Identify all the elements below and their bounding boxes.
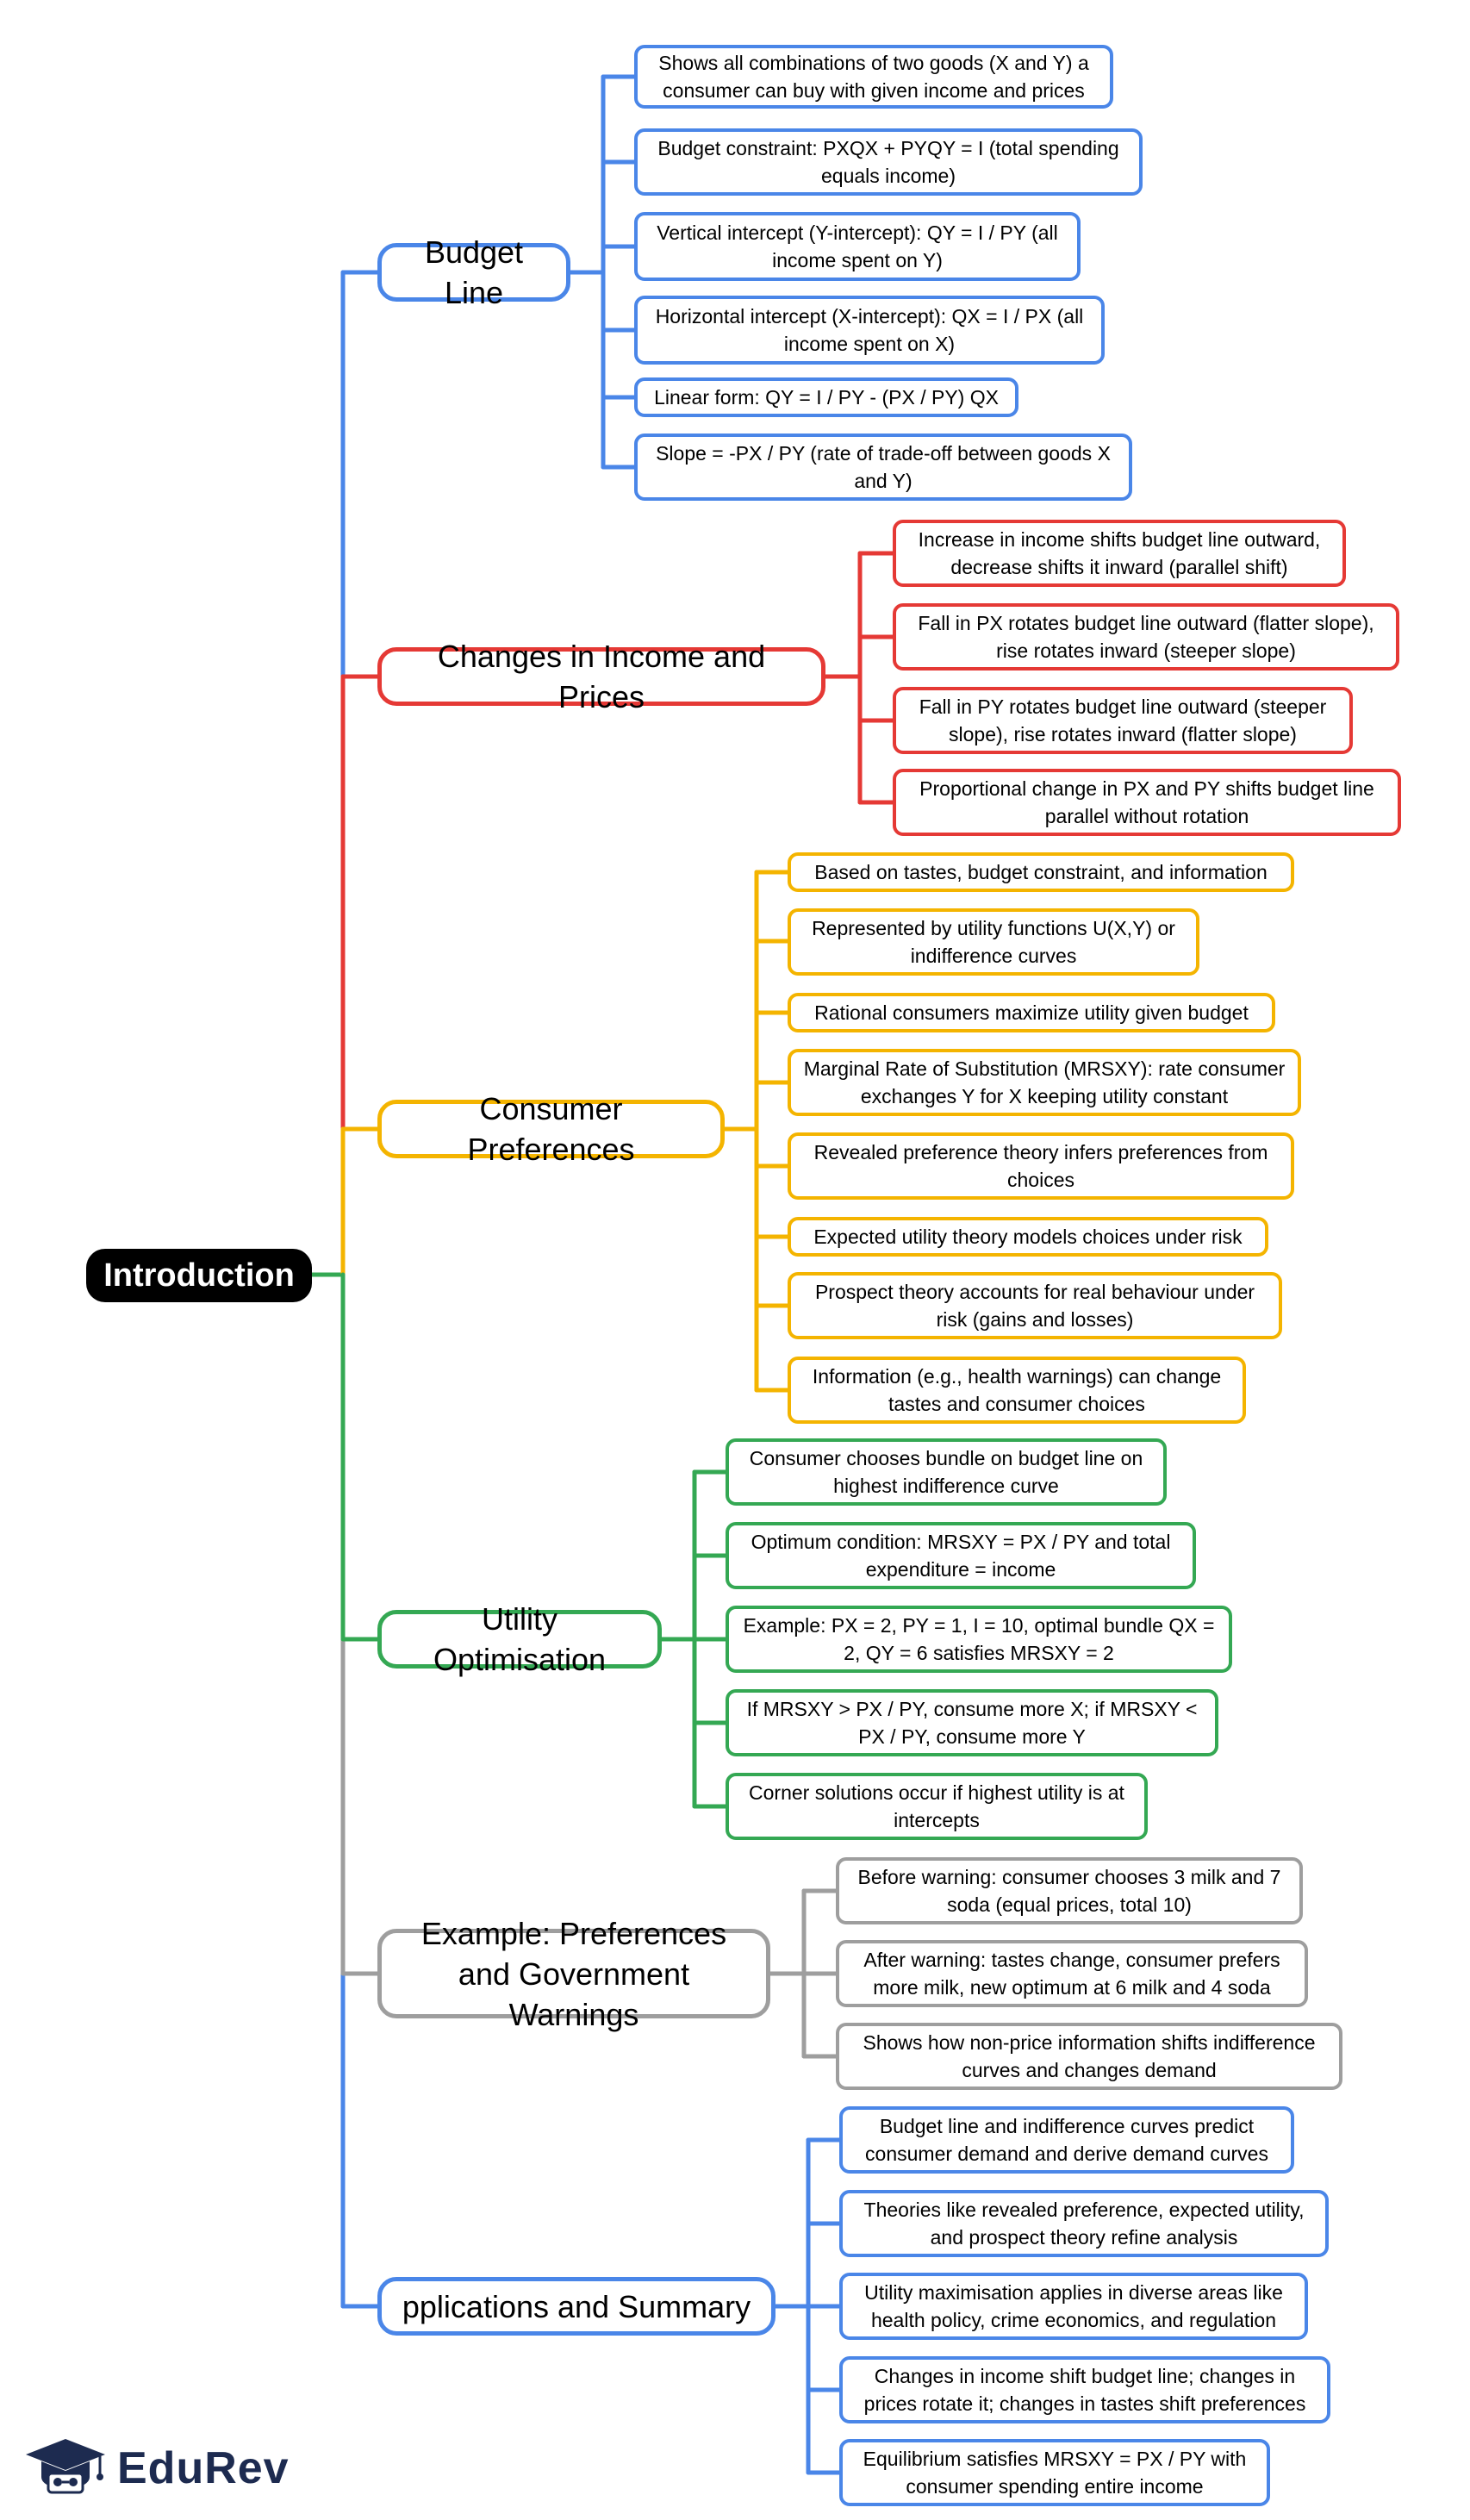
branch-label: Changes in Income and Prices bbox=[437, 639, 766, 714]
leaf-text: Proportional change in PX and PY shifts … bbox=[919, 777, 1374, 827]
leaf-text: Consumer chooses bundle on budget line o… bbox=[749, 1447, 1143, 1497]
leaf-budget-line-2[interactable]: Budget constraint: PXQX + PYQY = I (tota… bbox=[634, 128, 1143, 196]
leaf-optimisation-3[interactable]: Example: PX = 2, PY = 1, I = 10, optimal… bbox=[726, 1606, 1232, 1673]
leaf-text: After warning: tastes change, consumer p… bbox=[863, 1949, 1280, 1999]
leaf-optimisation-2[interactable]: Optimum condition: MRSXY = PX / PY and t… bbox=[726, 1522, 1196, 1589]
leaf-text: Represented by utility functions U(X,Y) … bbox=[812, 917, 1175, 967]
leaf-text: Increase in income shifts budget line ou… bbox=[918, 528, 1321, 578]
leaf-preferences-1[interactable]: Based on tastes, budget constraint, and … bbox=[788, 852, 1294, 892]
leaf-text: Vertical intercept (Y-intercept): QY = I… bbox=[657, 221, 1058, 271]
leaf-text: Shows all combinations of two goods (X a… bbox=[658, 52, 1089, 102]
leaf-warnings-1[interactable]: Before warning: consumer chooses 3 milk … bbox=[836, 1857, 1303, 1924]
branch-label: Utility Optimisation bbox=[433, 1601, 607, 1677]
branch-utility-optimisation[interactable]: Utility Optimisation bbox=[377, 1601, 662, 1677]
branch-consumer-preferences[interactable]: Consumer Preferences bbox=[377, 1091, 725, 1167]
leaf-optimisation-1[interactable]: Consumer chooses bundle on budget line o… bbox=[726, 1438, 1167, 1506]
leaf-preferences-4[interactable]: Marginal Rate of Substitution (MRSXY): r… bbox=[788, 1049, 1301, 1116]
leaf-text: Budget line and indifference curves pred… bbox=[865, 2115, 1268, 2165]
graduation-cap-icon bbox=[26, 2439, 105, 2494]
logo-text: EduRev bbox=[117, 2443, 290, 2493]
leaf-warnings-3[interactable]: Shows how non-price information shifts i… bbox=[836, 2023, 1342, 2090]
leaf-budget-line-4[interactable]: Horizontal intercept (X-intercept): QX =… bbox=[634, 296, 1105, 365]
leaf-text: Revealed preference theory infers prefer… bbox=[813, 1141, 1268, 1191]
leaf-applications-1[interactable]: Budget line and indifference curves pred… bbox=[839, 2106, 1294, 2174]
leaf-applications-2[interactable]: Theories like revealed preference, expec… bbox=[839, 2190, 1329, 2257]
leaf-preferences-6[interactable]: Expected utility theory models choices u… bbox=[788, 1217, 1268, 1257]
branch-label: Example: Preferences and Government Warn… bbox=[420, 1915, 727, 2032]
edurev-logo[interactable]: EduRev bbox=[24, 2436, 290, 2501]
leaf-warnings-2[interactable]: After warning: tastes change, consumer p… bbox=[836, 1940, 1308, 2007]
leaf-text: Prospect theory accounts for real behavi… bbox=[814, 1281, 1255, 1331]
leaf-preferences-2[interactable]: Represented by utility functions U(X,Y) … bbox=[788, 908, 1199, 976]
leaf-budget-line-6[interactable]: Slope = -PX / PY (rate of trade-off betw… bbox=[634, 434, 1132, 501]
branch-label: Consumer Preferences bbox=[467, 1091, 635, 1167]
leaf-budget-line-1[interactable]: Shows all combinations of two goods (X a… bbox=[634, 45, 1113, 109]
leaf-optimisation-5[interactable]: Corner solutions occur if highest utilit… bbox=[726, 1773, 1148, 1840]
leaf-text: Utility maximisation applies in diverse … bbox=[864, 2281, 1283, 2331]
leaf-preferences-3[interactable]: Rational consumers maximize utility give… bbox=[788, 993, 1275, 1032]
leaf-text: Horizontal intercept (X-intercept): QX =… bbox=[655, 305, 1084, 355]
leaf-text: Before warning: consumer chooses 3 milk … bbox=[857, 1866, 1281, 1916]
leaf-text: Equilibrium satisfies MRSXY = PX / PY wi… bbox=[863, 2448, 1247, 2498]
leaf-preferences-8[interactable]: Information (e.g., health warnings) can … bbox=[788, 1357, 1246, 1424]
branch-budget-line[interactable]: Budget Line bbox=[377, 234, 570, 310]
branch-changes-income-prices[interactable]: Changes in Income and Prices bbox=[377, 639, 825, 714]
leaf-text: Slope = -PX / PY (rate of trade-off betw… bbox=[656, 442, 1111, 492]
leaf-text: Rational consumers maximize utility give… bbox=[814, 1001, 1249, 1024]
branch-government-warnings[interactable]: Example: Preferences and Government Warn… bbox=[377, 1916, 770, 2032]
leaf-applications-3[interactable]: Utility maximisation applies in diverse … bbox=[839, 2273, 1308, 2340]
leaf-text: Fall in PY rotates budget line outward (… bbox=[919, 695, 1327, 745]
leaf-text: Based on tastes, budget constraint, and … bbox=[814, 861, 1268, 883]
leaf-text: If MRSXY > PX / PY, consume more X; if M… bbox=[746, 1698, 1198, 1748]
leaf-applications-4[interactable]: Changes in income shift budget line; cha… bbox=[839, 2356, 1330, 2423]
leaf-text: Theories like revealed preference, expec… bbox=[863, 2199, 1305, 2249]
branch-label: Budget Line bbox=[424, 234, 524, 310]
leaf-text: Example: PX = 2, PY = 1, I = 10, optimal… bbox=[743, 1614, 1215, 1664]
leaf-applications-5[interactable]: Equilibrium satisfies MRSXY = PX / PY wi… bbox=[839, 2439, 1270, 2506]
leaf-optimisation-4[interactable]: If MRSXY > PX / PY, consume more X; if M… bbox=[726, 1689, 1218, 1756]
leaf-changes-2[interactable]: Fall in PX rotates budget line outward (… bbox=[893, 603, 1399, 671]
root-introduction[interactable]: Introduction bbox=[86, 1249, 312, 1302]
leaf-text: Marginal Rate of Substitution (MRSXY): r… bbox=[803, 1057, 1286, 1107]
leaf-text: Information (e.g., health warnings) can … bbox=[812, 1365, 1222, 1415]
leaf-changes-3[interactable]: Fall in PY rotates budget line outward (… bbox=[893, 687, 1353, 754]
leaf-text: Corner solutions occur if highest utilit… bbox=[749, 1781, 1124, 1831]
branch-applications-summary[interactable]: pplications and Summary bbox=[377, 2277, 775, 2336]
leaf-preferences-7[interactable]: Prospect theory accounts for real behavi… bbox=[788, 1272, 1282, 1339]
leaf-preferences-5[interactable]: Revealed preference theory infers prefer… bbox=[788, 1132, 1294, 1200]
leaf-text: Shows how non-price information shifts i… bbox=[863, 2031, 1316, 2081]
root-label: Introduction bbox=[103, 1257, 295, 1294]
leaf-changes-1[interactable]: Increase in income shifts budget line ou… bbox=[893, 520, 1346, 587]
leaf-text: Budget constraint: PXQX + PYQY = I (tota… bbox=[657, 137, 1119, 187]
leaf-text: Fall in PX rotates budget line outward (… bbox=[918, 612, 1374, 662]
leaf-text: Linear form: QY = I / PY - (PX / PY) QX bbox=[654, 386, 999, 409]
leaf-text: Changes in income shift budget line; cha… bbox=[863, 2365, 1306, 2415]
leaf-budget-line-3[interactable]: Vertical intercept (Y-intercept): QY = I… bbox=[634, 212, 1081, 281]
leaf-changes-4[interactable]: Proportional change in PX and PY shifts … bbox=[893, 769, 1401, 836]
leaf-text: Optimum condition: MRSXY = PX / PY and t… bbox=[751, 1531, 1171, 1581]
leaf-text: Expected utility theory models choices u… bbox=[813, 1226, 1243, 1248]
leaf-budget-line-5[interactable]: Linear form: QY = I / PY - (PX / PY) QX bbox=[634, 377, 1018, 417]
branch-label: pplications and Summary bbox=[402, 2288, 751, 2324]
